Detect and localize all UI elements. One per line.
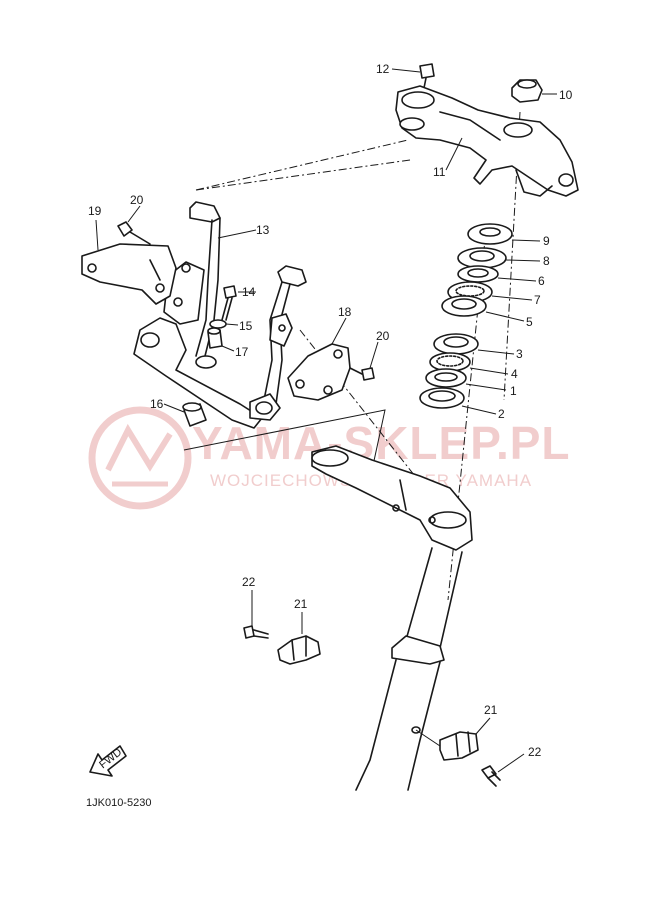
- fwd-arrow-icon: FWD: [89, 745, 127, 777]
- callout-18: 18: [338, 305, 352, 319]
- callout-3: 3: [516, 347, 523, 361]
- part-22-bolt-left: [243, 590, 269, 639]
- callout-7: 7: [534, 293, 541, 307]
- part-18-bracket: [287, 317, 351, 401]
- part-8-washer: [457, 247, 541, 269]
- part-1-race: [425, 368, 507, 391]
- callout-13: 13: [256, 223, 270, 237]
- callout-10: 10: [559, 88, 573, 102]
- part-22-bolt-right: [481, 753, 525, 787]
- part-21-clamp-left: [277, 612, 321, 665]
- yamaha-logo-icon: [88, 406, 192, 510]
- callout-22-left: 22: [242, 575, 256, 589]
- under-bracket: [311, 445, 473, 551]
- callout-20-right: 20: [376, 329, 390, 343]
- part-3-race: [433, 333, 515, 355]
- part-14-bolt: [221, 285, 256, 321]
- diagram-code: 1JK010-5230: [86, 797, 151, 809]
- callout-2: 2: [498, 407, 505, 421]
- lower-bearing-stack: [419, 333, 515, 415]
- callout-15: 15: [239, 319, 253, 333]
- part-20-screw-right: [349, 341, 379, 381]
- callout-5: 5: [526, 315, 533, 329]
- callout-6: 6: [538, 274, 545, 288]
- part-21-clamp-right: [411, 717, 491, 761]
- upper-bearing-stack: [441, 223, 541, 322]
- part-16-damper: [163, 402, 207, 427]
- part-20-screw-left: [117, 205, 151, 245]
- callout-22-right: 22: [528, 745, 542, 759]
- part-10-nut: [511, 79, 557, 103]
- part-6-cover: [457, 265, 537, 283]
- callout-4: 4: [511, 367, 518, 381]
- callout-21-right: 21: [484, 703, 498, 717]
- callout-21-left: 21: [294, 597, 308, 611]
- part-9-ring-nut: [467, 223, 541, 245]
- part-12-bolt: [391, 63, 435, 89]
- callout-12: 12: [376, 62, 390, 76]
- callout-11: 11: [433, 165, 446, 179]
- callout-numbers: 12 10 11 20 19 13 9 8 6 7 5 14 18 15 20 …: [88, 62, 573, 759]
- callout-19: 19: [88, 204, 102, 218]
- callout-8: 8: [543, 254, 550, 268]
- right-stay: [249, 265, 307, 421]
- part-17-collar: [207, 327, 235, 352]
- callout-16: 16: [150, 397, 164, 411]
- callout-9: 9: [543, 234, 550, 248]
- front-fork: [355, 547, 463, 791]
- callout-14: 14: [242, 285, 256, 299]
- part-2-seal: [419, 387, 497, 415]
- callout-17: 17: [235, 345, 249, 359]
- part-11-upper-bracket: [395, 85, 579, 197]
- part-13-stay: [133, 201, 263, 429]
- callout-1: 1: [510, 384, 517, 398]
- part-19-bracket: [81, 219, 177, 305]
- callout-20-left: 20: [130, 193, 144, 207]
- part-4-ball-bearing: [429, 352, 509, 375]
- part-15-washer: [209, 319, 239, 329]
- part-5-race: [441, 295, 525, 322]
